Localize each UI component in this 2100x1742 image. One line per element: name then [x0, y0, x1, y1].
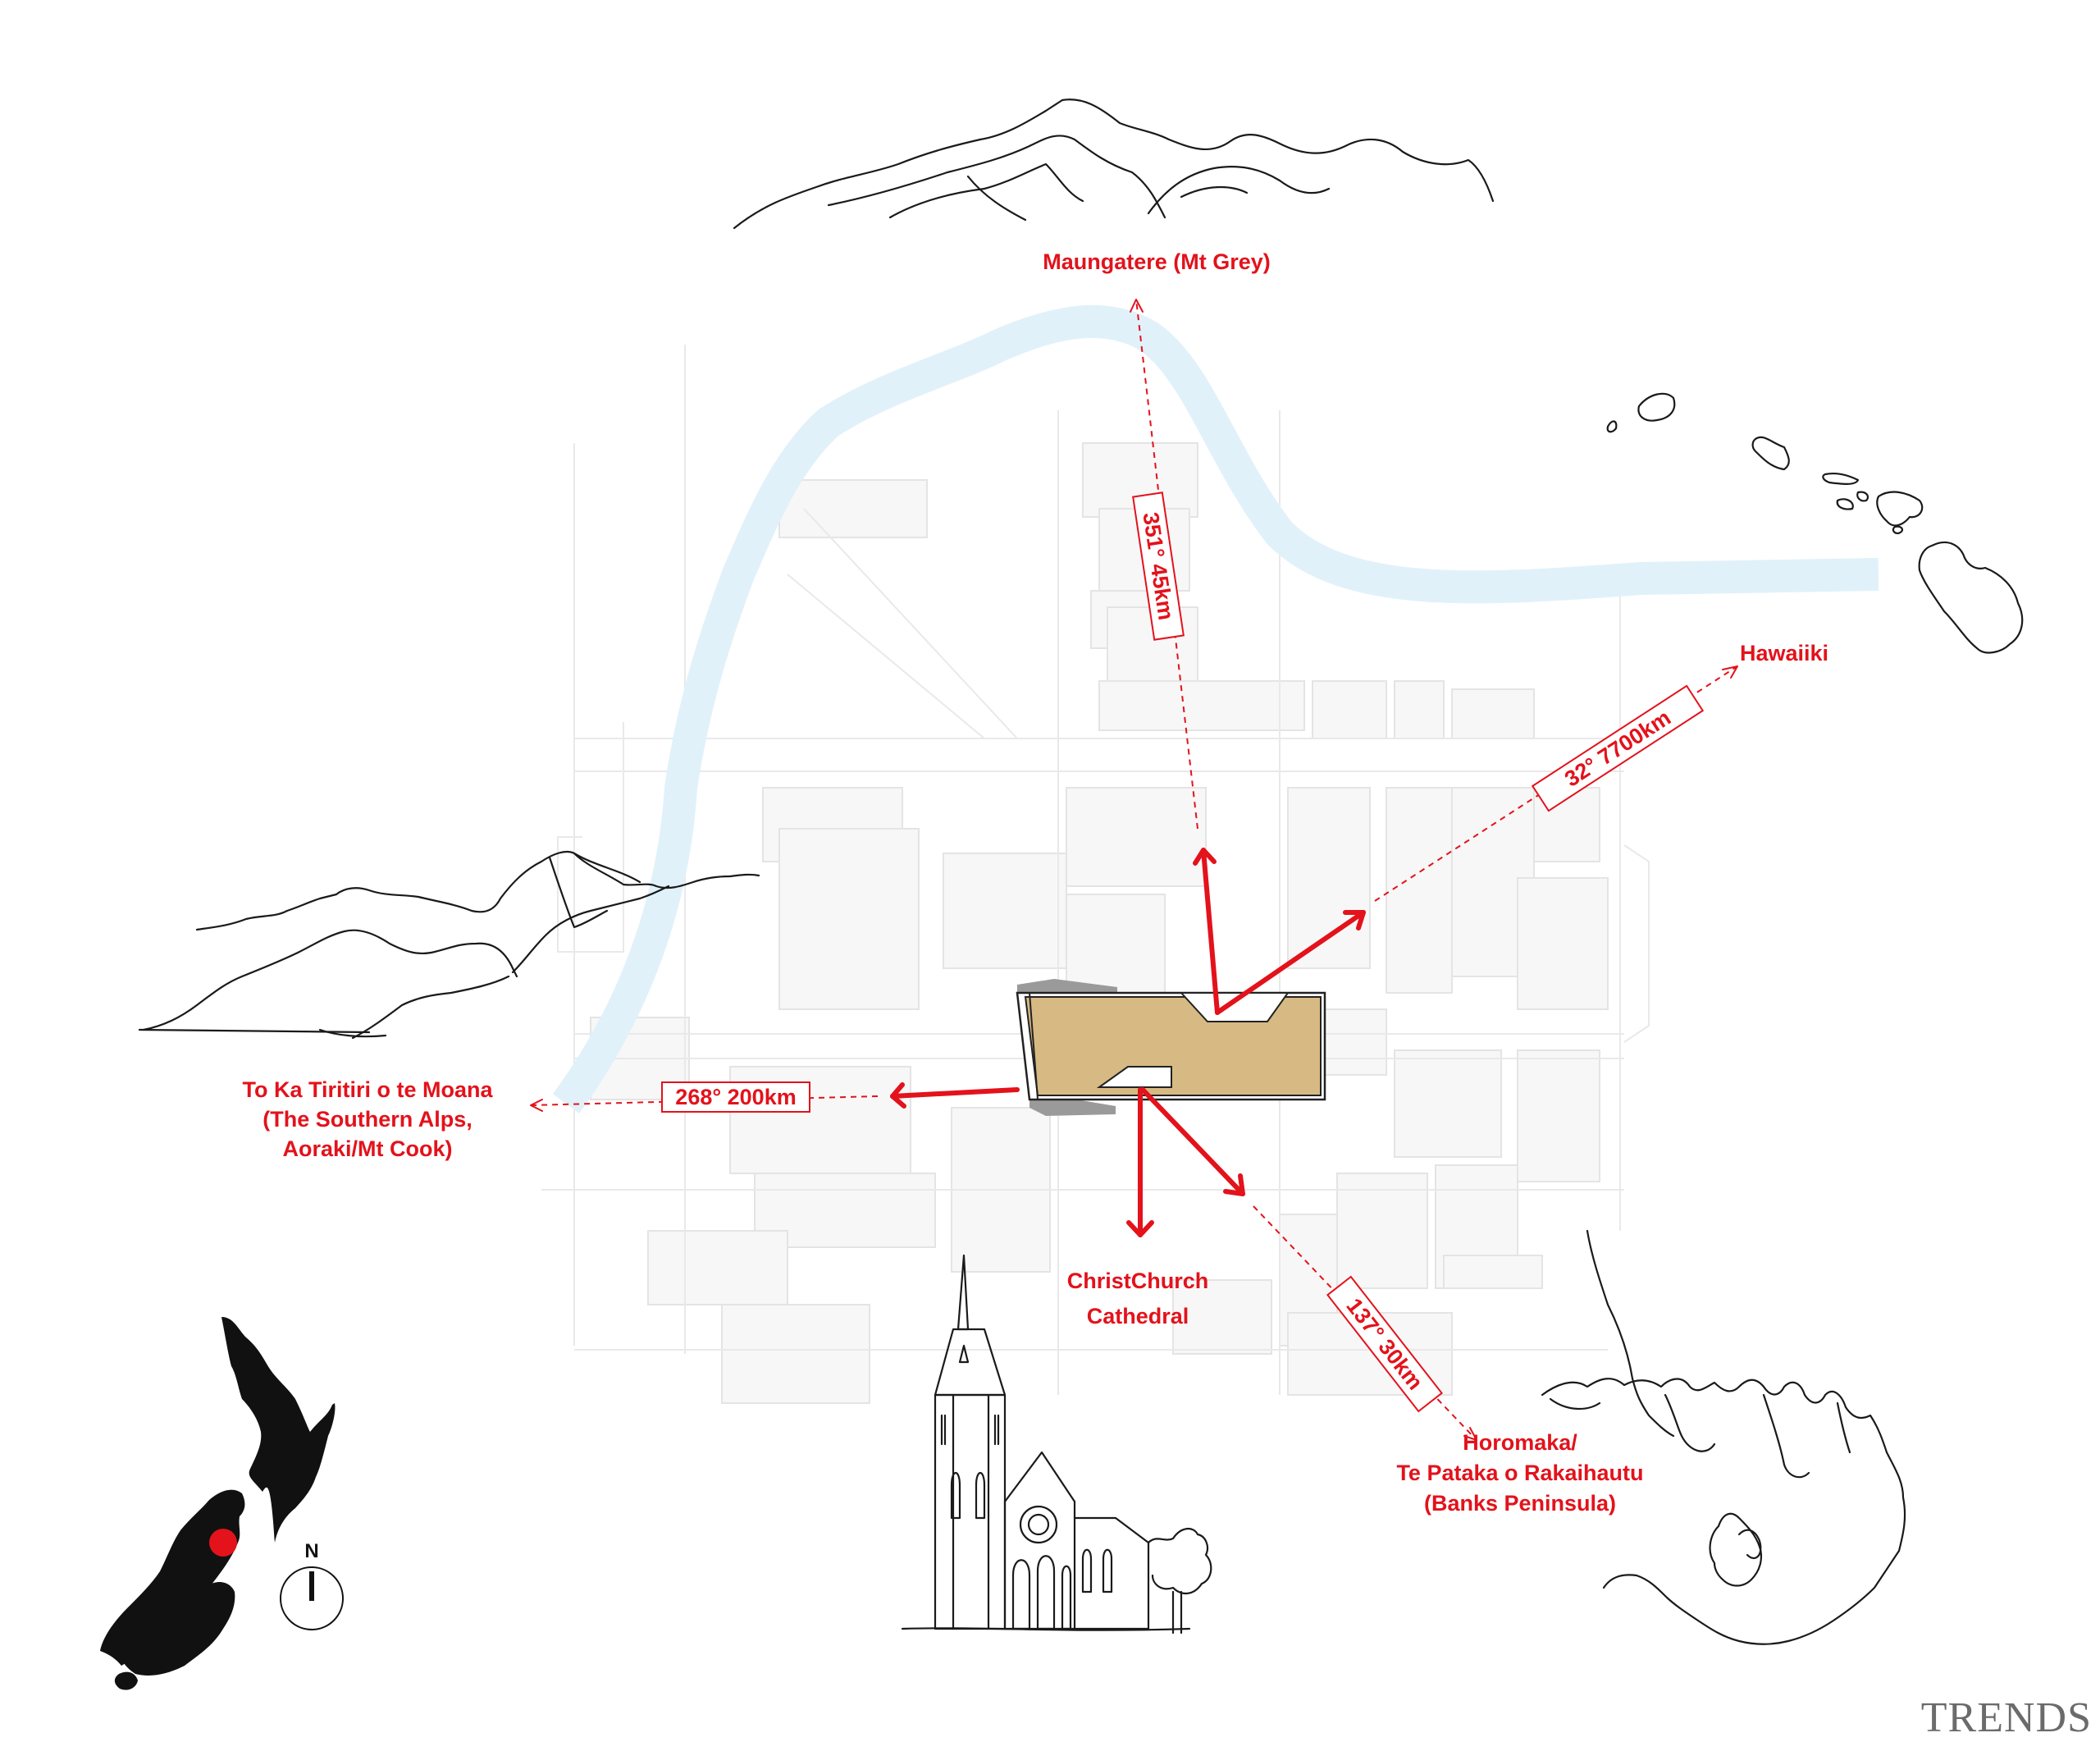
label-hawaiiki: Hawaiiki — [1740, 641, 1828, 665]
hawaii-islands-outline — [1606, 392, 2024, 654]
site-building — [1016, 979, 1326, 1116]
arrow-north — [1201, 848, 1220, 1015]
arrow-southeast — [1140, 1087, 1245, 1196]
mountain-range-sketch — [733, 98, 1495, 230]
label-southern-alps-1: To Ka Tiritiri o te Moana — [242, 1077, 493, 1102]
label-banks-peninsula-3: (Banks Peninsula) — [1424, 1491, 1616, 1516]
arrow-northeast — [1215, 910, 1366, 1015]
trends-logo: TRENDS — [1921, 1694, 2092, 1741]
label-banks-peninsula-2: Te Pataka o Rakaihautu — [1396, 1461, 1643, 1485]
bearing-west-label: 268° 200km — [675, 1085, 796, 1109]
label-cathedral-1: ChristChurch — [1067, 1269, 1209, 1293]
bearing-northeast-label: 32° 7700km — [1560, 705, 1675, 791]
new-zealand-silhouette — [100, 1317, 336, 1690]
label-southern-alps-2: (The Southern Alps, — [262, 1107, 472, 1132]
location-dot — [209, 1529, 237, 1557]
banks-peninsula-outline — [1541, 1229, 1906, 1645]
label-southern-alps-3: Aoraki/Mt Cook) — [282, 1136, 452, 1161]
southern-alps-sketch — [138, 850, 760, 1040]
label-mt-grey: Maungatere (Mt Grey) — [1043, 249, 1271, 274]
arrow-north-dashed — [1135, 299, 1198, 830]
north-arrow-icon: N — [280, 1540, 344, 1630]
arrow-west — [890, 1087, 1020, 1099]
street-plan — [541, 345, 1650, 1404]
north-label: N — [304, 1540, 318, 1562]
label-banks-peninsula-1: Horomaka/ — [1463, 1430, 1577, 1455]
label-cathedral-2: Cathedral — [1087, 1304, 1189, 1328]
river — [552, 304, 1879, 1113]
bearing-west-box: 268° 200km — [661, 1081, 810, 1113]
bearing-northeast-box: 32° 7700km — [1531, 684, 1705, 812]
cathedral-sketch — [901, 1254, 1212, 1635]
